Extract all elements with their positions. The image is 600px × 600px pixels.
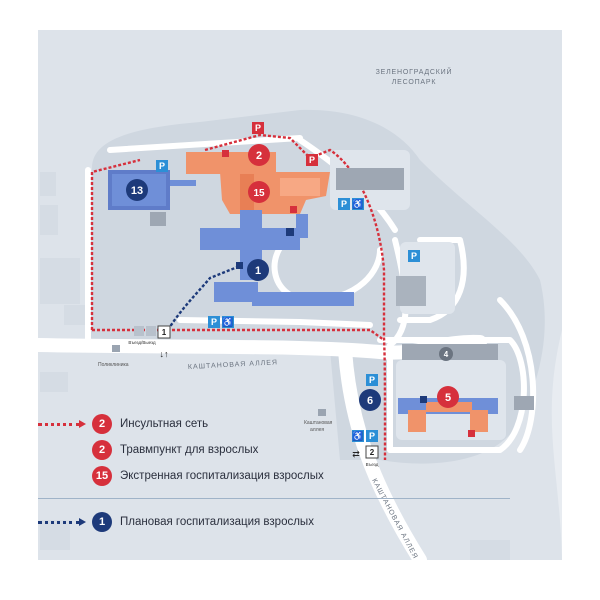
svg-text:P: P (369, 375, 375, 385)
svg-text:1: 1 (162, 328, 167, 337)
svg-text:♿: ♿ (352, 198, 363, 209)
street-label-top: КАШТАНОВАЯ АЛЛЕЯ (188, 359, 278, 371)
svg-text:P: P (411, 251, 417, 261)
svg-text:P: P (159, 161, 165, 171)
svg-text:6: 6 (367, 395, 373, 407)
parking-markers: P P ♿ P P ♿ P ♿ P P P (156, 122, 420, 442)
svg-text:P: P (369, 431, 375, 441)
svg-text:4: 4 (444, 350, 449, 359)
gates: 1 Въезд/Выезд 2 Въезд ↓↑ ⇄ (128, 325, 379, 467)
entrance-markers (222, 150, 475, 437)
building-badges: 13 2 15 1 4 5 6 (126, 144, 459, 411)
building-15-complex (186, 152, 330, 214)
svg-text:2: 2 (256, 150, 262, 162)
svg-text:Каштановая: Каштановая (304, 420, 333, 426)
svg-text:⇄: ⇄ (352, 449, 360, 459)
svg-text:Въезд/Выезд: Въезд/Выезд (128, 340, 156, 345)
svg-text:13: 13 (131, 185, 143, 197)
forest-label-2: ЛЕСОПАРК (392, 79, 437, 86)
svg-text:1: 1 (255, 265, 261, 277)
svg-text:2: 2 (370, 448, 375, 457)
svg-text:15: 15 (253, 188, 265, 199)
svg-text:5: 5 (445, 392, 451, 404)
svg-text:Поликлиника: Поликлиника (98, 362, 129, 368)
bus-stops: Поликлиника Каштановая аллея (98, 345, 333, 433)
building-13-link (170, 180, 196, 186)
building-1-complex (200, 210, 354, 306)
svg-text:♿: ♿ (352, 430, 363, 441)
city-blocks (40, 172, 510, 560)
forest-label-1: ЗЕЛЕНОГРАДСКИЙ (376, 67, 453, 76)
svg-text:аллея: аллея (310, 427, 324, 433)
svg-text:P: P (309, 155, 315, 165)
svg-text:P: P (211, 317, 217, 327)
svg-text:♿: ♿ (222, 316, 233, 327)
svg-text:P: P (255, 123, 261, 133)
svg-text:↓↑: ↓↑ (160, 349, 169, 359)
svg-text:Въезд: Въезд (366, 462, 379, 467)
svg-text:P: P (341, 199, 347, 209)
stroke-route (90, 133, 387, 461)
